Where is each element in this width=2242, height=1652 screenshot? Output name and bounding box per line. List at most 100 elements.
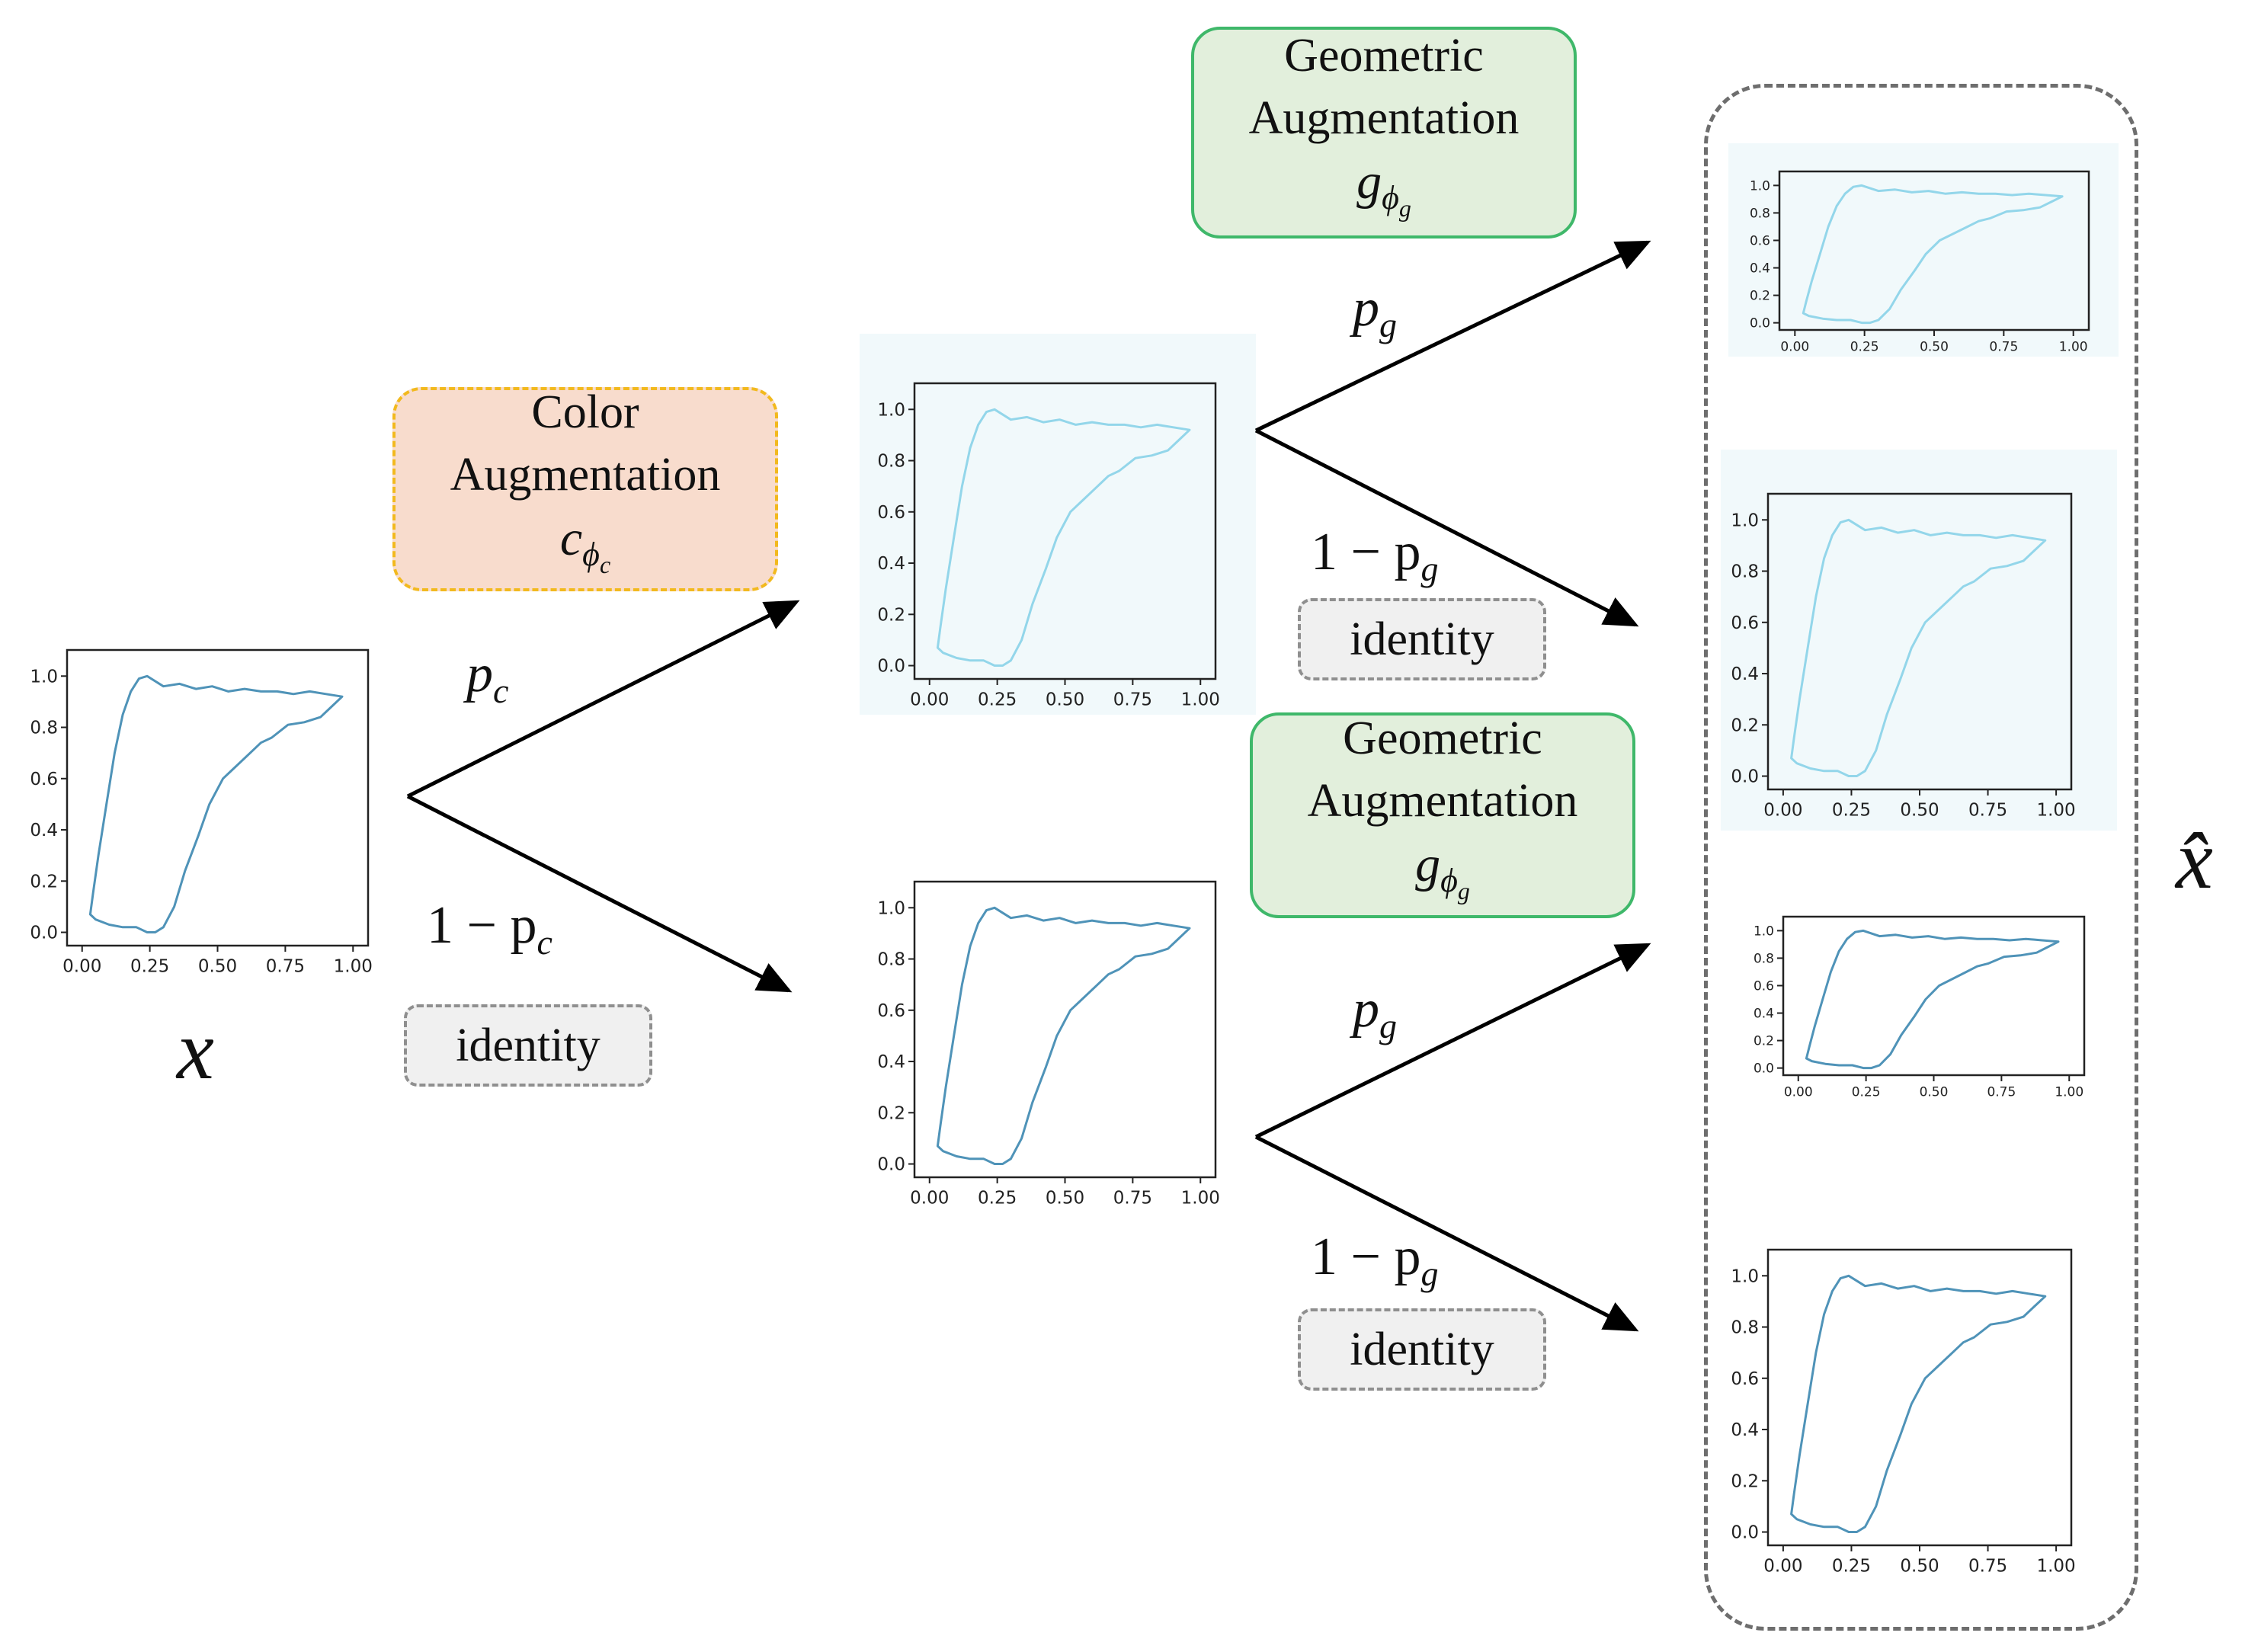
identity-box-color: identity — [404, 1004, 652, 1087]
output-plot-2-ytick-label: 0.0 — [1731, 767, 1759, 787]
output-plot-1-xtick-label: 0.00 — [1780, 340, 1809, 355]
identity-plot-xtick-label: 0.25 — [978, 1188, 1017, 1208]
input-plot-xtick-label: 0.25 — [130, 956, 169, 976]
color-augmented-plot-xtick-label: 0.50 — [1046, 690, 1084, 709]
output-plot-2-xtick-label: 1.00 — [2036, 800, 2075, 820]
output-plot-2-xtick-label: 0.75 — [1968, 800, 2007, 820]
geo-aug-top-symbol: gϕg — [1356, 154, 1411, 222]
input-plot-xtick-label: 0.75 — [266, 956, 305, 976]
output-plot-4-ytick-label: 1.0 — [1731, 1266, 1759, 1286]
input-plot-xtick-label: 0.50 — [198, 956, 237, 976]
output-plot-3-ytick-label: 0.8 — [1754, 951, 1774, 966]
geo-aug-top-line1: Geometric — [1284, 30, 1484, 82]
color-augmented-plot-ytick-label: 0.4 — [877, 554, 905, 574]
output-plot-3-ytick-label: 0.2 — [1754, 1034, 1774, 1049]
output-plot-3-xtick-label: 1.00 — [2055, 1085, 2083, 1100]
input-plot-curve — [88, 674, 344, 933]
geo-aug-top-line2: Augmentation — [1248, 92, 1520, 145]
identity-plot-xtick-label: 0.50 — [1046, 1188, 1084, 1208]
arrow-to-output-4 — [1254, 1135, 1639, 1332]
color-augmented-plot-curve — [936, 408, 1191, 667]
output-plot-3-xtick-label: 0.75 — [1987, 1085, 2016, 1100]
output-plot-2-xtick-label: 0.00 — [1763, 800, 1802, 820]
output-plot-2-ytick-label: 0.2 — [1731, 716, 1759, 735]
output-plot-1-ytick-label: 0.4 — [1750, 261, 1770, 276]
identity-plot-xtick-label: 0.75 — [1113, 1188, 1152, 1208]
output-plot-1-xtick-label: 0.50 — [1920, 340, 1949, 355]
output-plot-3-xtick-label: 0.00 — [1784, 1085, 1813, 1100]
output-plot-1-ytick-label: 1.0 — [1750, 178, 1770, 194]
output-plot-4-xtick-label: 1.00 — [2036, 1556, 2075, 1576]
geo-aug-mid-symbol: gϕg — [1415, 837, 1470, 904]
color-augmented-plot-ytick-label: 0.8 — [877, 452, 905, 472]
output-plot-4-xtick-label: 0.00 — [1763, 1556, 1802, 1576]
identity-plot-xtick-label: 0.00 — [910, 1188, 949, 1208]
color-aug-line2: Augmentation — [450, 449, 721, 501]
color-augmentation-box: Color Augmentation cϕc — [392, 386, 778, 591]
arrow-to-output-2 — [1254, 428, 1639, 627]
output-plot-1-curve — [1802, 184, 2064, 325]
input-plot-xtick-label: 1.00 — [334, 956, 373, 976]
output-plot-4-ytick-label: 0.8 — [1731, 1318, 1759, 1338]
output-plot-2-background — [1721, 450, 2117, 831]
output-plot-4-xtick-label: 0.75 — [1968, 1556, 2007, 1576]
geometric-augmentation-box-middle: Geometric Augmentation gϕg — [1250, 712, 1635, 918]
output-plot-3-xtick-label: 0.25 — [1852, 1085, 1881, 1100]
identity-plot-ytick-label: 0.4 — [877, 1052, 905, 1072]
prob-one-minus-pg-top: 1 − pg — [1311, 523, 1439, 588]
identity-box-geo-top: identity — [1298, 598, 1546, 680]
output-plot-4-xtick-label: 0.25 — [1832, 1556, 1871, 1576]
arrow-to-output-1 — [1254, 240, 1651, 433]
output-plot-3-ytick-label: 0.4 — [1754, 1006, 1774, 1021]
identity-plot-ytick-label: 1.0 — [877, 898, 905, 918]
arrow-to-color-aug — [406, 600, 800, 799]
output-plot-1-xtick-label: 0.75 — [1989, 340, 2018, 355]
color-aug-plot-background — [860, 334, 1256, 715]
output-plot-3-ytick-label: 0.0 — [1754, 1061, 1774, 1077]
output-group-border — [1704, 84, 2138, 1631]
color-aug-symbol: cϕc — [559, 511, 611, 578]
output-plot-2-ytick-label: 0.8 — [1731, 562, 1759, 582]
input-plot-ytick-label: 0.0 — [30, 924, 58, 943]
input-plot-ytick-label: 0.8 — [30, 719, 58, 738]
color-augmented-plot-ytick-label: 1.0 — [877, 400, 905, 420]
output-plot-1-ytick-label: 0.2 — [1750, 289, 1770, 304]
color-augmented-plot-ytick-label: 0.2 — [877, 605, 905, 625]
identity-plot-curve — [936, 906, 1191, 1165]
output-plot-4-ytick-label: 0.2 — [1731, 1471, 1759, 1491]
input-plot-ytick-label: 0.4 — [30, 821, 58, 840]
output-plot-4-xtick-label: 0.50 — [1900, 1556, 1939, 1576]
color-augmented-plot-xtick-label: 0.00 — [910, 690, 949, 709]
output-plot-2-ytick-label: 0.6 — [1731, 613, 1759, 633]
prob-one-minus-pg-bottom: 1 − pg — [1311, 1228, 1439, 1293]
output-plot-2-xtick-label: 0.25 — [1832, 800, 1871, 820]
output-plot-3-ytick-label: 1.0 — [1754, 924, 1774, 939]
input-plot-ytick-label: 0.2 — [30, 872, 58, 892]
color-augmented-plot-xtick-label: 1.00 — [1181, 690, 1220, 709]
output-plot-3-ytick-label: 0.6 — [1754, 978, 1774, 994]
arrow-to-identity — [406, 794, 793, 993]
color-augmented-plot-xtick-label: 0.25 — [978, 690, 1017, 709]
output-plot-1-ytick-label: 0.0 — [1750, 316, 1770, 331]
output-plot-1-xtick-label: 0.25 — [1850, 340, 1879, 355]
prob-pg-top: pg — [1353, 279, 1397, 344]
output-plot-1-ytick-label: 0.8 — [1750, 206, 1770, 221]
color-augmented-plot-ytick-label: 0.6 — [877, 503, 905, 523]
prob-pg-bottom: pg — [1353, 980, 1397, 1045]
output-plot-2-ytick-label: 0.4 — [1731, 664, 1759, 684]
color-augmented-plot-xtick-label: 0.75 — [1113, 690, 1152, 709]
output-symbol: x̂ — [2176, 813, 2213, 906]
identity-plot-ytick-label: 0.2 — [877, 1103, 905, 1123]
output-plot-1-background — [1728, 143, 2119, 357]
geo-aug-mid-line2: Augmentation — [1307, 775, 1578, 828]
input-plot-ytick-label: 1.0 — [30, 667, 58, 687]
output-plot-2-curve — [1790, 518, 2047, 777]
output-plot-2-ytick-label: 1.0 — [1731, 511, 1759, 530]
output-plot-1-ytick-label: 0.6 — [1750, 233, 1770, 248]
